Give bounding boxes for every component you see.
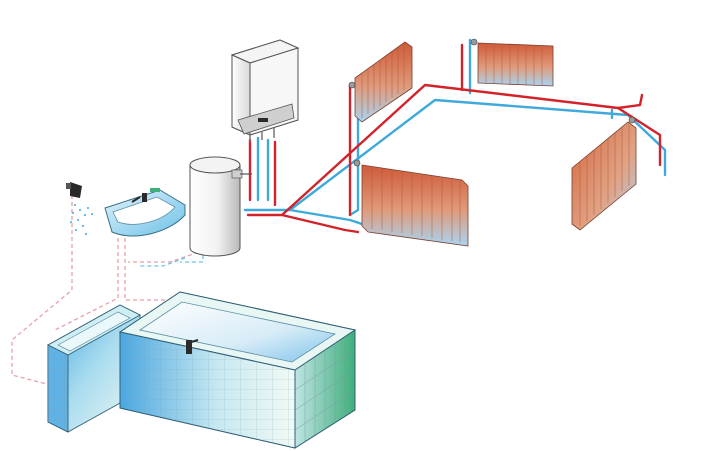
- wall-boiler: [230, 39, 300, 142]
- hot-water-cylinder: [189, 156, 252, 257]
- wash-basin: [104, 188, 186, 237]
- radiator-back-right: [470, 38, 554, 87]
- heating-pipes: [243, 38, 667, 234]
- bathtub: [47, 291, 357, 449]
- shower-head: [66, 182, 93, 235]
- radiator-front: [353, 159, 469, 247]
- radiator-back-left: [348, 41, 413, 123]
- radiator-side-right: [571, 116, 637, 231]
